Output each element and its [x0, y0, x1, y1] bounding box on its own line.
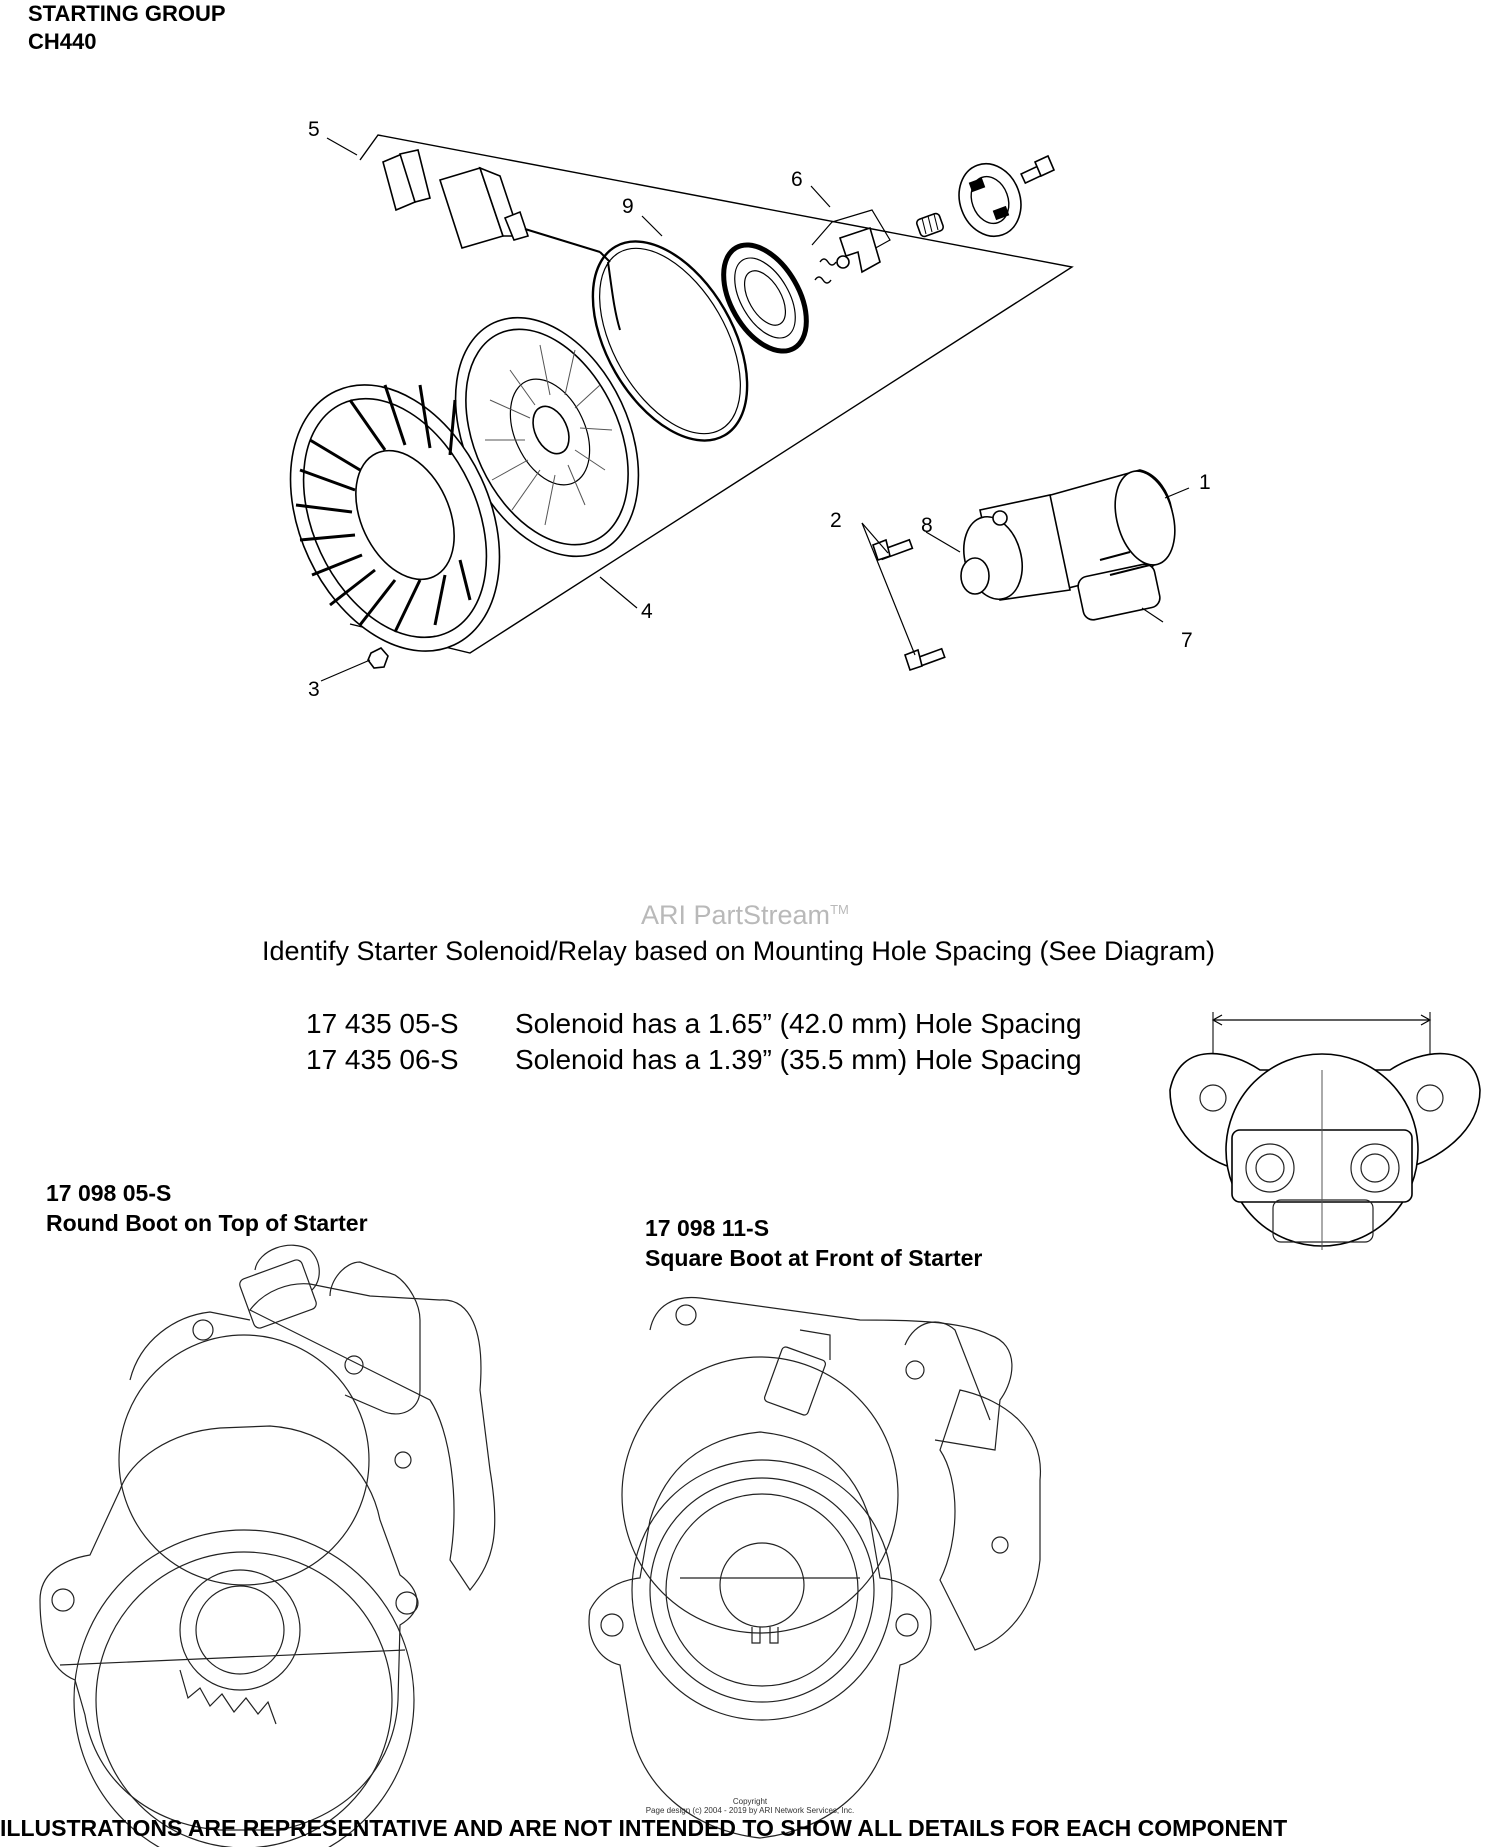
small-spring-part [915, 212, 945, 238]
starter-part-number-round[interactable]: 17 098 05-S [46, 1180, 172, 1206]
starter-variant-square: 17 098 11-S Square Boot at Front of Star… [645, 1213, 982, 1273]
callout-6[interactable]: 6 [791, 168, 803, 191]
callout-7[interactable]: 7 [1181, 629, 1193, 652]
callout-2[interactable]: 2 [830, 509, 842, 532]
starter-rope-part [591, 240, 749, 442]
mounting-bolts-part [871, 538, 946, 672]
starter-pulley-part [454, 316, 640, 558]
leader-lines [320, 137, 1190, 682]
starter-variant-round: 17 098 05-S Round Boot on Top of Starter [46, 1178, 368, 1238]
starter-description-round: Round Boot on Top of Starter [46, 1210, 368, 1236]
rope-handle-part [382, 149, 611, 263]
solenoid-part-number-2[interactable]: 17 435 06-S [306, 1044, 459, 1075]
callout-3[interactable]: 3 [308, 678, 320, 701]
copyright-line-2: Page design (c) 2004 - 2019 by ARI Netwo… [645, 1806, 855, 1815]
solenoid-description-2: Solenoid has a 1.39” (35.5 mm) Hole Spac… [515, 1044, 1082, 1075]
retainer-part [958, 154, 1056, 238]
recoil-spring-part [721, 242, 809, 354]
copyright-line-1: Copyright [732, 1797, 768, 1806]
callout-1[interactable]: 1 [1199, 471, 1211, 494]
callout-9[interactable]: 9 [622, 195, 634, 218]
starter-square-boot-drawing [588, 1296, 1041, 1839]
solenoid-description-1: Solenoid has a 1.65” (42.0 mm) Hole Spac… [515, 1008, 1082, 1039]
solenoid-heading: Identify Starter Solenoid/Relay based on… [262, 936, 1216, 966]
model-number: CH440 [28, 29, 97, 54]
callout-8[interactable]: 8 [921, 514, 933, 537]
copyright-notice: Copyright Page design (c) 2004 - 2019 by… [560, 1797, 940, 1815]
starter-part-number-square[interactable]: 17 098 11-S [645, 1215, 770, 1241]
ari-partstream-watermark: ARI PartStreamTM [641, 900, 849, 931]
solenoid-hole-spacing-diagram [1169, 1012, 1481, 1250]
trademark-mark: TM [830, 902, 849, 917]
disclaimer-footer: ILLUSTRATIONS ARE REPRESENTATIVE AND ARE… [0, 1815, 1288, 1841]
starter-description-square: Square Boot at Front of Starter [645, 1245, 983, 1271]
callout-5[interactable]: 5 [308, 118, 320, 141]
callout-4[interactable]: 4 [641, 600, 653, 623]
watermark-brand: ARI PartStream [641, 900, 831, 930]
page-title: STARTING GROUP [28, 1, 226, 26]
flange-nut-part [367, 647, 389, 669]
starter-round-boot-drawing [39, 1244, 496, 1847]
page-title-group: STARTING GROUP CH440 [28, 0, 226, 56]
pawl-kit-part [811, 209, 891, 284]
solenoid-part-number-1[interactable]: 17 435 05-S [306, 1008, 459, 1039]
starter-housing-part [289, 384, 501, 652]
electric-starter-part [960, 469, 1176, 621]
